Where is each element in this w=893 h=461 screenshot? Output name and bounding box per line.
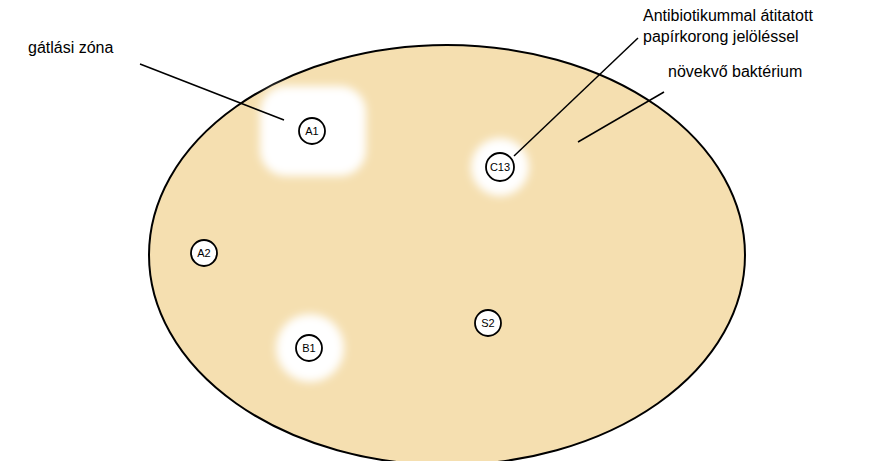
disc-circle <box>475 310 501 336</box>
disc-label: A2 <box>197 248 210 259</box>
disc-circle <box>191 240 217 266</box>
disc-circle <box>296 335 322 361</box>
annotation-label: Antibiotikummal átitatott papírkorong je… <box>643 6 858 48</box>
disc-circle <box>299 118 325 144</box>
leader-line <box>514 38 638 156</box>
antibiotic-disc: A1 <box>298 117 326 145</box>
annotation-label: növekvő baktérium <box>668 62 802 83</box>
antibiotic-disc: S2 <box>474 309 502 337</box>
antibiotic-disc: C13 <box>485 152 515 182</box>
antibiotic-disc: A2 <box>190 239 218 267</box>
disc-label: B1 <box>302 343 315 354</box>
inhibition-zone <box>260 86 366 176</box>
petri-dish <box>149 45 745 461</box>
leader-line <box>140 64 284 120</box>
disc-circle <box>486 153 514 181</box>
antibiotic-disc: B1 <box>295 334 323 362</box>
leader-line <box>578 92 664 142</box>
inhibition-zone <box>471 138 529 196</box>
disc-label: S2 <box>481 318 494 329</box>
inhibition-zone <box>276 314 344 382</box>
disc-label: A1 <box>305 126 318 137</box>
annotation-label: gátlási zóna <box>28 38 113 59</box>
disc-label: C13 <box>490 162 510 173</box>
